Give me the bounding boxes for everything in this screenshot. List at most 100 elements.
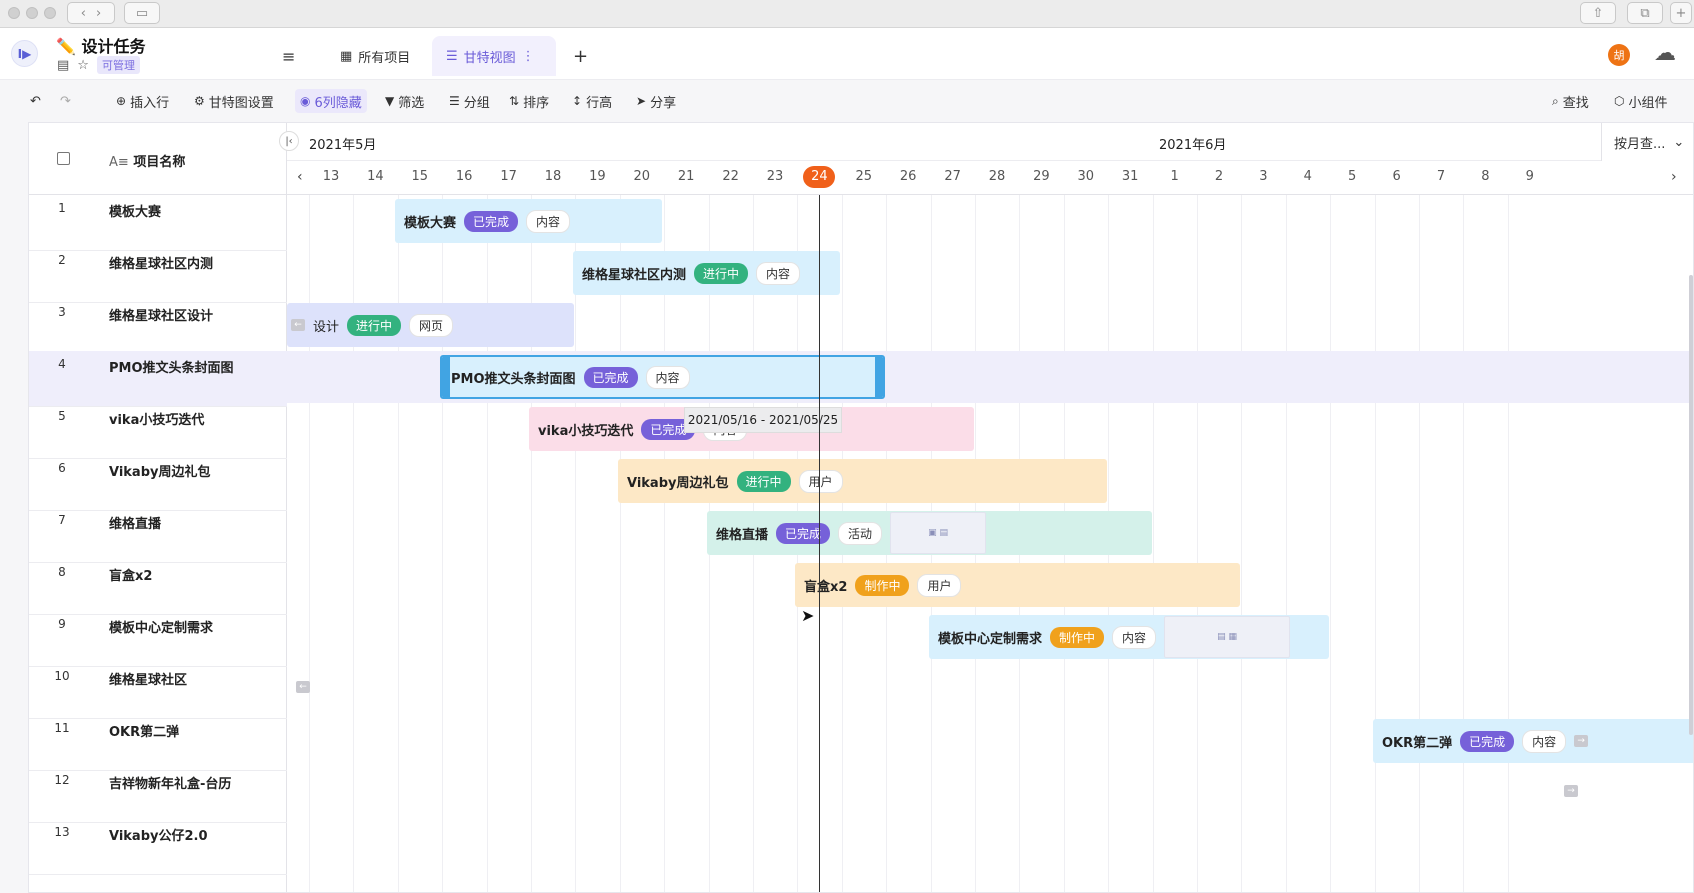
forward-icon[interactable]: › [96,5,102,21]
window-minimize-button[interactable] [26,7,38,19]
new-tab-button[interactable]: + [1670,2,1692,24]
grid-line [1463,195,1465,892]
description-icon[interactable]: ▤ [57,57,70,73]
share-button[interactable]: ➤分享 [636,89,676,113]
task-bar[interactable]: vika小技巧迭代 已完成 内容 [529,407,974,451]
window-zoom-button[interactable] [44,7,56,19]
redo-button[interactable]: ↷ [60,89,71,113]
cloud-sync-icon[interactable]: ☁ [1654,41,1676,66]
grid-line [1330,195,1332,892]
row-project-name[interactable]: 维格直播 [109,517,162,532]
insert-row-button[interactable]: ⊕插入行 [116,89,169,113]
row-project-name[interactable]: Vikaby公仔2.0 [109,829,208,844]
vertical-scrollbar[interactable] [1689,275,1693,735]
back-icon[interactable]: ‹ [80,5,86,21]
sidebar-expand-icon[interactable]: I▶ [11,40,38,67]
row-project-name[interactable]: OKR第二弹 [109,725,180,740]
task-bar[interactable]: 盲盒x2 制作中 用户 [795,563,1240,607]
sidebar-toggle-button[interactable]: ▭ [124,2,160,24]
gear-icon: ⚙ [194,94,205,108]
app-header: I▶ ✏️ 设计任务 ▤ ☆ 可管理 ≡ ▦ 所有项目 ☰ 甘特视图 ⋮ + 胡… [0,28,1694,80]
scroll-left-icon[interactable]: ‹ [297,169,303,185]
avatar[interactable]: 胡 [1608,44,1630,66]
row-project-name[interactable]: Vikaby周边礼包 [109,465,211,480]
row-index: 1 [58,201,66,215]
more-vertical-icon[interactable]: ⋮ [521,48,535,64]
task-bar[interactable]: OKR第二弹 已完成 内容 → [1373,719,1693,763]
collapse-grid-icon[interactable]: |‹ [279,131,299,151]
task-bar[interactable]: 维格星球社区内测 进行中 内容 [573,251,840,295]
row-height-button[interactable]: ↕行高 [572,89,612,113]
table-row[interactable]: 1 模板大赛 [29,195,287,251]
task-bar-selected[interactable]: PMO推文头条封面图 已完成 内容 [440,355,885,399]
row-project-name[interactable]: 盲盒x2 [109,569,153,584]
tab-gantt-view[interactable]: ☰ 甘特视图 ⋮ [432,36,556,76]
hidden-columns-label: 6列隐藏 [314,95,362,111]
hidden-columns-button[interactable]: ◉6列隐藏 [295,89,367,113]
grid-line [397,195,399,892]
arrow-right-icon[interactable]: → [1574,735,1589,747]
view-mode-select[interactable]: 按月查... ⌄ [1601,123,1693,161]
widget-button[interactable]: ⬡小组件 [1614,89,1668,113]
table-row[interactable]: 4 PMO推文头条封面图 [29,351,287,407]
grid-table-icon: ▦ [340,48,353,64]
tab-all-projects[interactable]: ▦ 所有项目 [340,36,410,76]
row-index: 4 [58,357,66,371]
search-button[interactable]: ⌕查找 [1552,89,1589,113]
status-tag: 进行中 [694,262,749,284]
select-all-checkbox[interactable] [57,152,70,165]
task-bar[interactable]: Vikaby周边礼包 进行中 用户 [618,459,1107,503]
resize-handle-end[interactable] [875,357,883,397]
scroll-right-icon[interactable]: › [1671,169,1677,185]
filter-button[interactable]: ▼筛选 [385,89,424,113]
share-window-button[interactable]: ⇧ [1580,2,1616,24]
row-project-name[interactable]: 模板中心定制需求 [109,621,214,636]
category-tag: 内容 [645,365,690,389]
task-bar[interactable]: ← 设计 进行中 网页 [287,303,574,347]
row-project-name[interactable]: PMO推文头条封面图 [109,361,234,376]
resize-handle-start[interactable] [442,357,450,397]
gantt-settings-button[interactable]: ⚙甘特图设置 [194,89,274,113]
pencil-emoji-icon: ✏️ [56,37,76,56]
star-icon[interactable]: ☆ [77,57,89,73]
row-project-name[interactable]: 维格星球社区设计 [109,309,214,324]
day-label: 21 [677,169,695,184]
today-marker [803,166,836,188]
row-height-icon: ↕ [572,94,583,108]
task-bar[interactable]: 模板大赛 已完成 内容 [395,199,662,243]
window-close-button[interactable] [8,7,20,19]
add-view-button[interactable]: + [573,36,588,76]
row-project-name[interactable]: 模板大赛 [109,205,162,220]
arrow-right-icon[interactable]: → [1564,785,1578,797]
view-list-button[interactable]: ≡ [282,36,295,76]
gantt-body: 模板大赛 已完成 内容 维格星球社区内测 进行中 内容 ← 设计 进行中 网页 … [287,195,1693,892]
task-bar[interactable]: 维格直播 已完成 活动 ▣ ▤ [707,511,1152,555]
category-tag: 用户 [917,573,962,597]
datasheet-title[interactable]: ✏️ 设计任务 [56,33,146,57]
tabs-overview-button[interactable]: ⧉ [1627,2,1663,24]
attachment-thumbnail[interactable]: ▣ ▤ [890,512,987,554]
row-project-name[interactable]: 维格星球社区 [109,673,188,688]
task-bar[interactable]: 模板中心定制需求 制作中 内容 ▤ ▦ [929,615,1329,659]
group-button[interactable]: ☰分组 [449,89,490,113]
arrow-left-icon[interactable]: ← [296,681,310,693]
row-project-name[interactable]: vika小技巧迭代 [109,413,205,428]
sort-button[interactable]: ⇅排序 [509,89,549,113]
attachment-thumbnail[interactable]: ▤ ▦ [1164,616,1291,658]
row-project-name[interactable]: 吉祥物新年礼盒-台历 [109,777,232,792]
column-header-project-name[interactable]: A≡ 项目名称 [109,151,185,170]
row-project-name[interactable]: 维格星球社区内测 [109,257,214,272]
undo-button[interactable]: ↶ [30,89,41,113]
arrow-left-icon[interactable]: ← [291,319,305,331]
